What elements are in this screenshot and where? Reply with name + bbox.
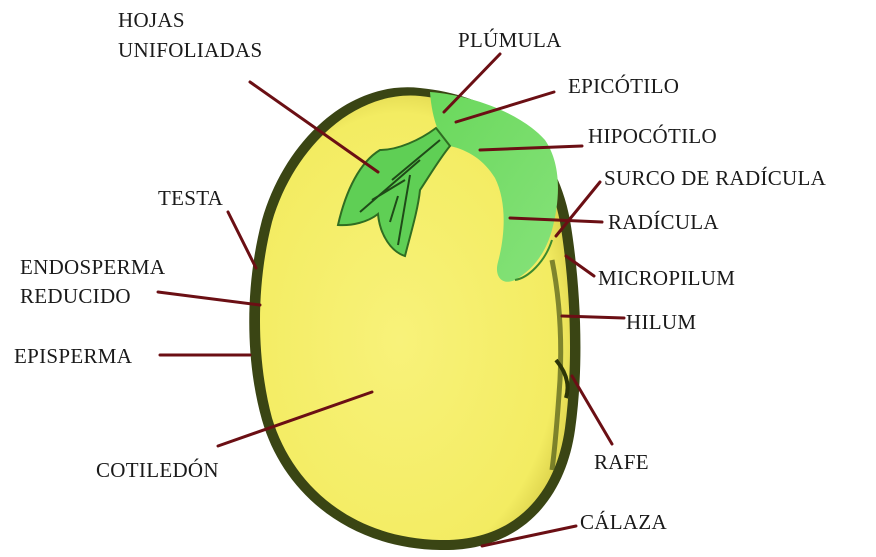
label-micropilum: MICROPILUM [598,266,735,290]
leader-testa [228,212,256,268]
label-surco-radicula: SURCO DE RADÍCULA [604,166,826,190]
label-cotiledon: COTILEDÓN [96,458,219,482]
leader-hilum [562,316,624,318]
label-epicotilo: EPICÓTILO [568,74,679,98]
label-episperma: EPISPERMA [14,344,132,368]
label-plumula: PLÚMULA [458,28,562,52]
label-calaza: CÁLAZA [580,510,667,534]
label-radicula: RADÍCULA [608,210,719,234]
label-hojas-unifoliadas-1: HOJAS [118,8,185,32]
label-hojas-unifoliadas-2: UNIFOLIADAS [118,38,262,62]
label-rafe: RAFE [594,450,649,474]
label-endosperma-2: REDUCIDO [20,284,131,308]
leader-rafe [572,376,612,444]
label-hilum: HILUM [626,310,696,334]
leader-endosperma [158,292,260,305]
label-testa: TESTA [158,186,223,210]
label-endosperma-1: ENDOSPERMA [20,255,165,279]
label-hipocotilo: HIPOCÓTILO [588,124,717,148]
